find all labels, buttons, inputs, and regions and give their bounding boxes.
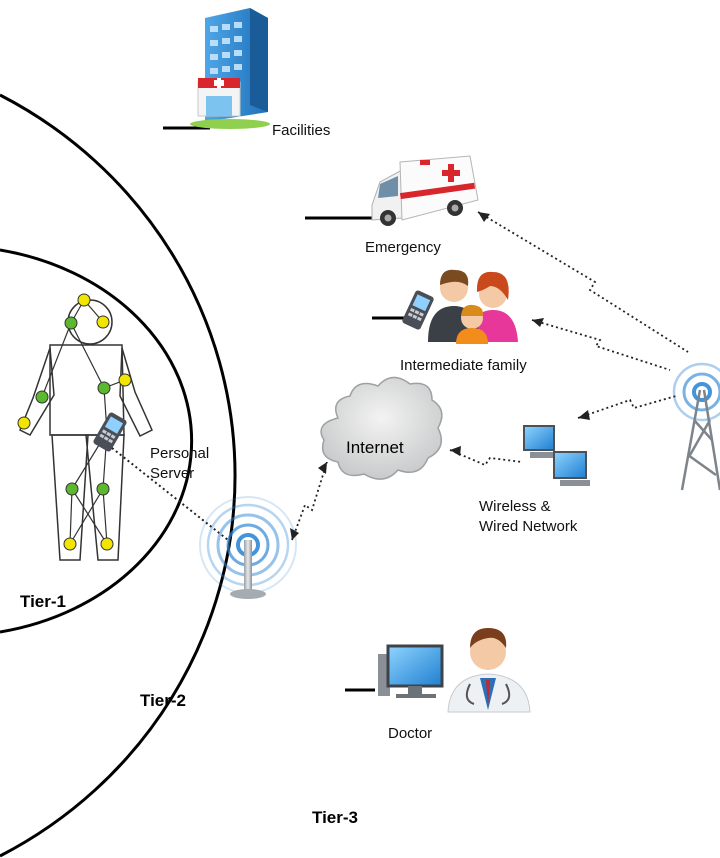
sensor-network-lines: [41, 299, 126, 545]
network-to-tower-link: [577, 395, 677, 419]
sensor-yellow: [100, 537, 114, 551]
sensor-yellow: [63, 537, 77, 551]
personal-server-phone-icon: [93, 412, 127, 452]
router-icon: [199, 496, 297, 599]
sensor-green: [64, 316, 78, 330]
router-to-internet-link: [291, 461, 328, 541]
network-computers-icon: [523, 425, 590, 486]
sensor-yellow: [118, 373, 132, 387]
hospital-icon: [190, 8, 270, 129]
internet-label: Internet: [346, 438, 404, 457]
human-body-icon: [19, 299, 153, 561]
network-label-line1: Wireless &: [479, 498, 551, 515]
doctor-icon: [447, 628, 531, 713]
tier1-label: Tier-1: [20, 592, 66, 611]
sensor-yellow: [96, 315, 110, 329]
sensor-green: [65, 482, 79, 496]
personal-server-label-line1: Personal: [150, 445, 209, 462]
cloud-icon: [320, 376, 443, 480]
family-to-tower-link: [531, 319, 671, 371]
sensor-yellow: [17, 416, 31, 430]
network-links: [291, 211, 689, 541]
doctor-computer-icon: [378, 644, 444, 698]
family-phone-icon: [402, 290, 434, 330]
sensor-yellow: [77, 293, 91, 307]
doctor-label: Doctor: [388, 725, 432, 742]
tier2-label: Tier-2: [140, 691, 186, 710]
family-icon: [428, 269, 518, 344]
sensor-green: [96, 482, 110, 496]
personal-server-label-line2: Server: [150, 465, 194, 482]
facilities-label: Facilities: [272, 122, 330, 139]
tier3-boundary: [0, 93, 237, 858]
sensor-green: [97, 381, 111, 395]
network-label-line2: Wired Network: [479, 518, 578, 535]
link-arrowheads: [290, 212, 590, 540]
ambulance-icon: [371, 155, 479, 226]
ambulance-to-tower-link: [477, 211, 689, 353]
intermediate-family-label: Intermediate family: [400, 357, 527, 374]
emergency-label: Emergency: [365, 239, 441, 256]
internet-to-network-link: [449, 449, 523, 467]
tier3-label: Tier-3: [312, 808, 358, 827]
body-sensors: [17, 293, 132, 551]
sensor-green: [35, 390, 49, 404]
cell-tower-icon: [672, 362, 720, 491]
tier2-boundary: [0, 248, 194, 634]
